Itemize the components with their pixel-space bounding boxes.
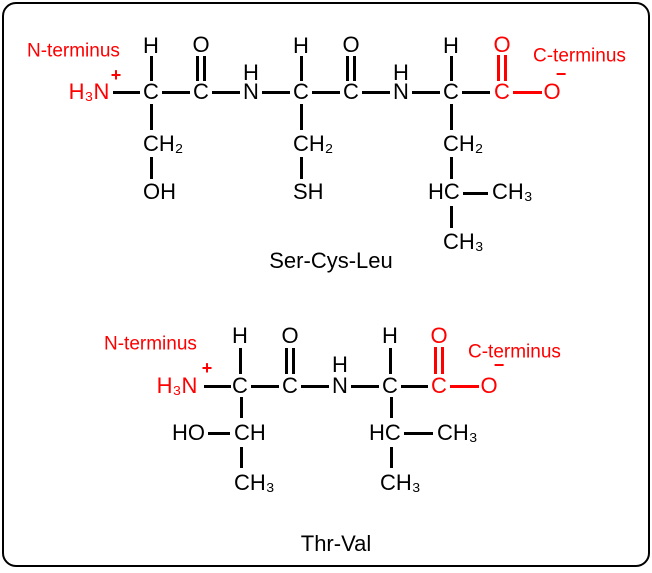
- bond-vertical: [203, 56, 206, 81]
- bond-vertical: [299, 56, 303, 81]
- atom-label: C: [382, 373, 398, 398]
- bond-vertical: [504, 55, 507, 81]
- atom-label: C: [443, 79, 459, 104]
- atom-label: CH₂: [293, 131, 334, 156]
- c-terminus-label: C-terminus: [468, 341, 561, 363]
- atom-label: H: [232, 323, 248, 348]
- bond-horizontal: [401, 384, 428, 388]
- atom-label: O: [493, 32, 511, 57]
- border-frame: [2, 2, 650, 567]
- bond-vertical: [196, 56, 199, 81]
- atom-label: C: [193, 79, 209, 104]
- charge-sign: −: [493, 355, 505, 375]
- bond-horizontal: [513, 90, 542, 94]
- atom-label: O: [281, 323, 299, 348]
- atom-label: C: [494, 79, 510, 104]
- charge-sign: +: [201, 358, 213, 378]
- atom-label: O: [192, 32, 210, 57]
- bond-vertical: [449, 157, 453, 179]
- atom-label: O: [342, 32, 360, 57]
- bond-horizontal: [204, 384, 231, 388]
- atom-label: C: [232, 373, 248, 398]
- n-terminus-label: N-terminus: [104, 333, 197, 355]
- atom-label: C: [343, 79, 359, 104]
- bond-vertical: [389, 447, 393, 468]
- bond-horizontal: [301, 384, 329, 388]
- atom-label: O: [480, 373, 498, 398]
- bond-vertical: [388, 348, 392, 374]
- caption-thr-val: Thr-Val: [300, 531, 372, 556]
- atom-label: C: [143, 79, 159, 104]
- bond-vertical: [449, 56, 453, 81]
- bond-horizontal: [351, 384, 379, 388]
- bond-horizontal: [162, 90, 190, 94]
- bond-vertical: [497, 55, 500, 81]
- atom-label: N: [243, 79, 259, 104]
- bond-vertical: [299, 157, 303, 179]
- bond-vertical: [434, 347, 437, 374]
- atom-label: C: [282, 373, 298, 398]
- bond-vertical: [292, 348, 295, 374]
- bond-vertical: [239, 397, 243, 418]
- atom-label: CH₃: [492, 179, 533, 204]
- bond-horizontal: [113, 90, 140, 94]
- atom-label: H: [332, 352, 348, 377]
- atom-label: CH₃: [234, 470, 275, 495]
- bond-horizontal: [312, 90, 340, 94]
- bond-horizontal: [251, 384, 279, 388]
- bond-horizontal: [262, 90, 290, 94]
- atom-label: O: [430, 323, 448, 348]
- n-terminus-label: N-terminus: [27, 40, 120, 62]
- atom-label: H: [243, 60, 259, 85]
- charge-sign: −: [555, 64, 567, 84]
- charge-sign: +: [110, 65, 122, 85]
- atom-label: O: [543, 79, 561, 104]
- atom-label: H: [143, 33, 159, 58]
- bond-vertical: [149, 157, 153, 179]
- bond-horizontal: [212, 90, 240, 94]
- atom-label: H: [382, 323, 398, 348]
- atom-label: CH₃: [443, 229, 484, 254]
- atom-label: H₃N: [68, 79, 110, 104]
- atom-label: N: [332, 373, 348, 398]
- bond-horizontal: [412, 90, 440, 94]
- bond-horizontal: [450, 384, 479, 388]
- atom-label: CH: [234, 420, 266, 445]
- atom-label: H: [393, 60, 409, 85]
- bond-vertical: [346, 56, 349, 81]
- bond-vertical: [441, 347, 444, 374]
- bond-vertical: [285, 348, 288, 374]
- atom-label: CH₃: [380, 470, 421, 495]
- atom-label: HC: [369, 420, 401, 445]
- atom-label: N: [393, 79, 409, 104]
- bond-vertical: [239, 447, 243, 468]
- bond-vertical: [389, 397, 393, 418]
- atom-label: CH₂: [443, 131, 484, 156]
- bond-vertical: [353, 56, 356, 81]
- atom-label: SH: [293, 179, 324, 204]
- atom-label: H: [443, 33, 459, 58]
- bond-vertical: [149, 104, 153, 130]
- bond-horizontal: [404, 431, 433, 435]
- bond-vertical: [149, 56, 153, 81]
- bond-horizontal: [463, 191, 488, 195]
- bond-vertical: [449, 206, 453, 228]
- atom-label: C: [431, 373, 447, 398]
- caption-ser-cys-leu: Ser-Cys-Leu: [269, 248, 393, 273]
- atom-label: CH₂: [143, 131, 184, 156]
- atom-label: H: [293, 33, 309, 58]
- c-terminus-label: C-terminus: [533, 45, 626, 67]
- bond-vertical: [299, 104, 303, 130]
- atom-label: H₃N: [156, 373, 198, 398]
- atom-label: HO: [172, 420, 205, 445]
- atom-label: HC: [428, 179, 460, 204]
- bond-horizontal: [208, 431, 230, 435]
- bond-vertical: [449, 104, 453, 130]
- bond-vertical: [238, 348, 242, 374]
- bond-horizontal: [362, 90, 390, 94]
- bond-horizontal: [462, 90, 490, 94]
- atom-label: CH₃: [437, 420, 478, 445]
- atom-label: OH: [143, 179, 176, 204]
- atom-label: C: [293, 79, 309, 104]
